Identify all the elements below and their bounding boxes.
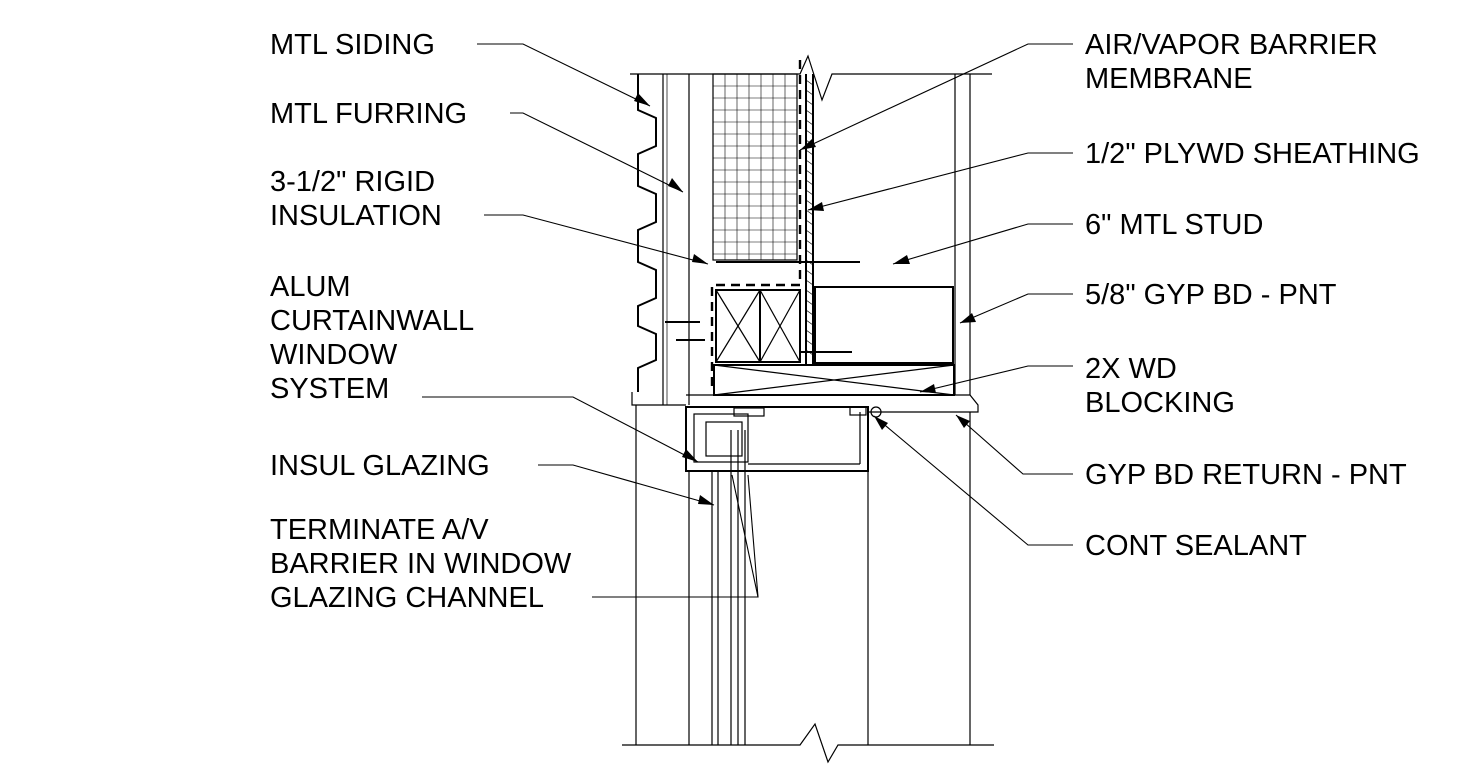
lower-wall-lines (635, 405, 971, 745)
vertical-blocking (715, 289, 801, 363)
leader-insul-glazing (538, 464, 715, 506)
leader-gyp-bd-return (955, 414, 1073, 475)
bottom-break-line (622, 722, 994, 764)
rigid-insulation-grid (712, 73, 798, 261)
mtl-stud-header (814, 286, 954, 364)
label-plywd-sheathing: 1/2" PLYWD SHEATHING (1085, 138, 1420, 170)
leader-mtl-furring (510, 112, 684, 193)
wall-assembly (622, 54, 994, 764)
air-vapor-barrier-line (710, 60, 802, 392)
leaders (422, 43, 1073, 598)
leader-gyp-bd-pnt (959, 293, 1073, 324)
label-curtainwall: ALUM CURTAINWALL WINDOW SYSTEM (270, 271, 481, 405)
label-cont-sealant: CONT SEALANT (1085, 530, 1307, 562)
fasteners (665, 261, 860, 353)
leader-rigid-insulation (484, 214, 709, 265)
left-callouts: MTL SIDING MTL FURRING 3-1/2" RIGID INSU… (270, 29, 579, 614)
leader-terminate-av (592, 474, 759, 598)
label-rigid-insulation: 3-1/2" RIGID INSULATION (270, 166, 443, 232)
plywood-sheathing (805, 74, 814, 365)
leader-plywd-sheathing (807, 152, 1073, 211)
leader-air-vapor-barrier (799, 43, 1073, 151)
curtainwall-frame (685, 406, 869, 472)
label-insul-glazing: INSUL GLAZING (270, 450, 490, 482)
leader-mtl-siding (477, 43, 651, 107)
gyp-board (954, 74, 971, 395)
leader-mtl-stud (892, 223, 1073, 265)
wood-blocking (713, 364, 955, 396)
leader-wd-blocking (919, 365, 1073, 393)
leader-curtainwall (422, 396, 699, 463)
label-mtl-furring: MTL FURRING (270, 98, 467, 130)
label-wd-blocking: 2X WD BLOCKING (1085, 353, 1235, 419)
label-terminate-av: TERMINATE A/V BARRIER IN WINDOW GLAZING … (270, 514, 579, 614)
insulated-glazing (688, 430, 746, 745)
label-gyp-bd-return: GYP BD RETURN - PNT (1085, 459, 1407, 491)
siding-closure (631, 392, 686, 406)
label-gyp-bd-pnt: 5/8" GYP BD - PNT (1085, 279, 1337, 311)
label-mtl-siding: MTL SIDING (270, 29, 435, 61)
metal-furring (662, 74, 690, 405)
label-air-vapor-barrier: AIR/VAPOR BARRIER MEMBRANE (1085, 29, 1386, 95)
metal-siding (637, 74, 657, 392)
leader-cont-sealant (873, 415, 1073, 546)
label-mtl-stud: 6" MTL STUD (1085, 209, 1263, 241)
gyp-board-return (686, 394, 979, 413)
right-callouts: AIR/VAPOR BARRIER MEMBRANE 1/2" PLYWD SH… (1085, 29, 1420, 562)
sheathing-hatch (805, 79, 814, 356)
